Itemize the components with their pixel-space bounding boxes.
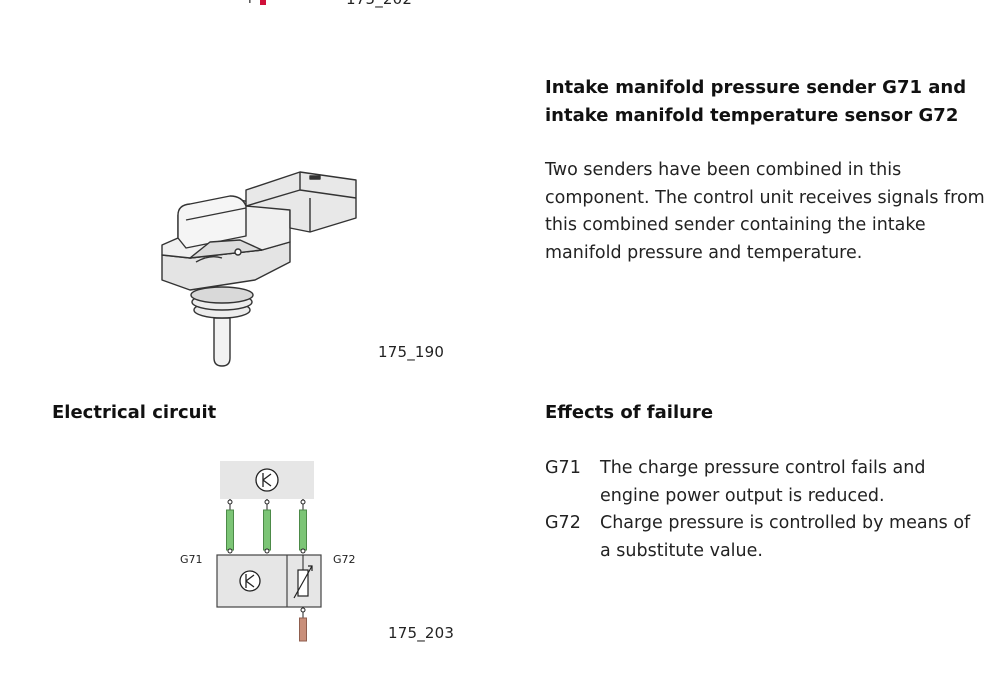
sensor-title-line-1: Intake manifold pressure sender G71 and [545,77,967,98]
electrical-circuit-title: Electrical circuit [52,402,217,423]
plus-sign: + [244,0,256,7]
wire-bottom [299,607,307,642]
failure-code: G72 [545,513,581,533]
failure-line: a substitute value. [600,540,763,561]
top-fragment: + 175_202 [238,0,438,11]
sensor-transistor-icon [239,570,261,592]
failure-line: The charge pressure control fails and [600,458,926,478]
failure-code: G71 [545,458,581,478]
figure-code-top: 175_202 [346,0,412,8]
figure-code-sensor: 175_190 [378,343,445,361]
wire-middle [263,499,271,554]
description-line: Two senders have been combined in this [545,160,902,180]
wire-left [226,499,234,554]
sensor-section-title: Intake manifold pressure sender G71 and … [545,74,995,130]
description-line: this combined sender containing the inta… [545,215,926,235]
circuit-diagram [216,461,322,642]
description-line: manifold pressure and temperature. [545,242,863,263]
thermistor-icon [293,565,313,599]
description-line: component. The control unit receives sig… [545,187,985,208]
failure-line: engine power output is reduced. [600,485,885,506]
sensor-illustration [161,171,357,367]
red-marker [260,0,266,5]
transistor-icon [255,468,279,492]
sensor-description: Two senders have been combined in this c… [545,157,995,267]
failure-description: Charge pressure is controlled by means o… [600,510,995,565]
pin-label-g72: G72 [333,553,356,566]
figure-code-circuit: 175_203 [388,624,455,642]
failure-item-g72: G72 Charge pressure is controlled by mea… [545,510,995,566]
wire-right [299,499,307,554]
effects-of-failure-title: Effects of failure [545,402,714,423]
sensor-title-line-2: intake manifold temperature sensor G72 [545,105,959,126]
failure-item-g71: G71 The charge pressure control fails an… [545,455,995,511]
failure-line: Charge pressure is controlled by means o… [600,513,971,533]
failure-description: The charge pressure control fails and en… [600,455,995,510]
pin-label-g71: G71 [180,553,203,566]
